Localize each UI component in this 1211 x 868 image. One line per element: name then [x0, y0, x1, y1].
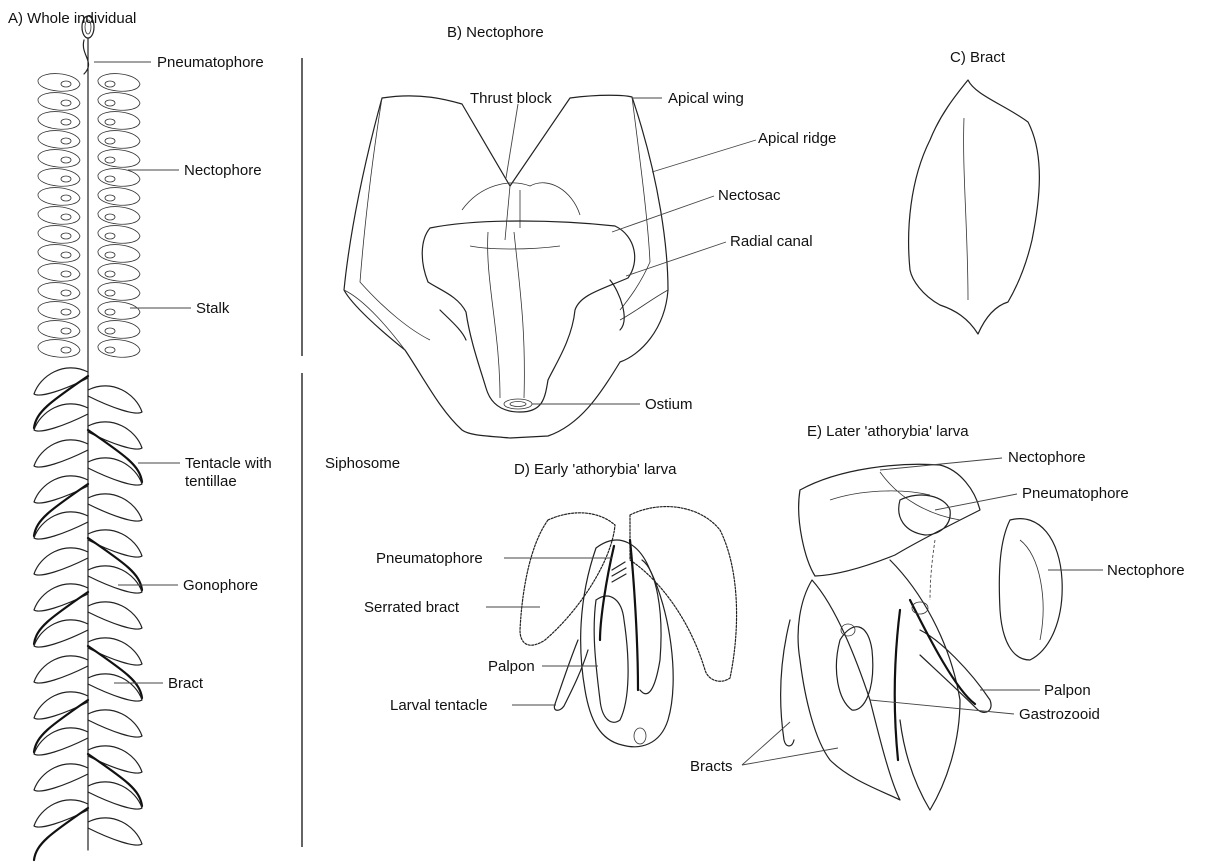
panel-d-early-larva: D) Early 'athorybia' larva Pneumatophore…: [364, 461, 737, 747]
panel-e-title: E) Later 'athorybia' larva: [807, 423, 969, 440]
label-e-palpon: Palpon: [1044, 682, 1091, 699]
siphosome-drawing: [34, 360, 142, 860]
label-apical-wing: Apical wing: [668, 90, 744, 107]
label-d-palpon: Palpon: [488, 658, 535, 675]
label-stalk: Stalk: [196, 300, 230, 317]
nectophore-column-drawing: [38, 74, 140, 358]
label-apical-ridge: Apical ridge: [758, 130, 836, 147]
stalk-drawing: [83, 38, 88, 360]
label-d-pneumatophore: Pneumatophore: [376, 550, 483, 567]
panel-a-title: A) Whole individual: [8, 10, 136, 27]
label-gastrozooid: Gastrozooid: [1019, 706, 1100, 723]
label-e-nectophore-right: Nectophore: [1107, 562, 1185, 579]
label-bract: Bract: [168, 675, 204, 692]
panel-b-nectophore: B) Nectophore Thrust block Apical wing A…: [344, 24, 836, 438]
later-larva-drawing: [781, 464, 1063, 810]
label-tentacle-with: Tentacle with: [185, 455, 272, 472]
label-larval-tentacle: Larval tentacle: [390, 697, 488, 714]
label-nectosac: Nectosac: [718, 187, 781, 204]
nectophore-drawing: [344, 95, 668, 438]
label-pneumatophore: Pneumatophore: [157, 54, 264, 71]
label-e-pneumatophore: Pneumatophore: [1022, 485, 1129, 502]
label-tentillae: tentillae: [185, 473, 237, 490]
panel-e-later-larva: E) Later 'athorybia' larva Nectophore Pn…: [690, 423, 1185, 810]
label-siphosome: Siphosome: [325, 455, 400, 472]
label-bracts: Bracts: [690, 758, 733, 775]
label-radial-canal: Radial canal: [730, 233, 813, 250]
panel-c-bract: C) Bract: [909, 49, 1040, 334]
label-thrust-block: Thrust block: [470, 90, 552, 107]
panel-c-title: C) Bract: [950, 49, 1006, 66]
panel-a-whole-individual: A) Whole individual Pneumatophore Nectop…: [8, 10, 400, 860]
panel-d-title: D) Early 'athorybia' larva: [514, 461, 677, 478]
label-gonophore: Gonophore: [183, 577, 258, 594]
label-e-nectophore-top: Nectophore: [1008, 449, 1086, 466]
panel-b-title: B) Nectophore: [447, 24, 544, 41]
label-ostium: Ostium: [645, 396, 693, 413]
nectosac-drawing: [422, 221, 634, 412]
label-nectophore: Nectophore: [184, 162, 262, 179]
label-serrated-bract: Serrated bract: [364, 599, 460, 616]
bract-drawing: [909, 80, 1040, 334]
early-larva-drawing: [520, 507, 737, 747]
